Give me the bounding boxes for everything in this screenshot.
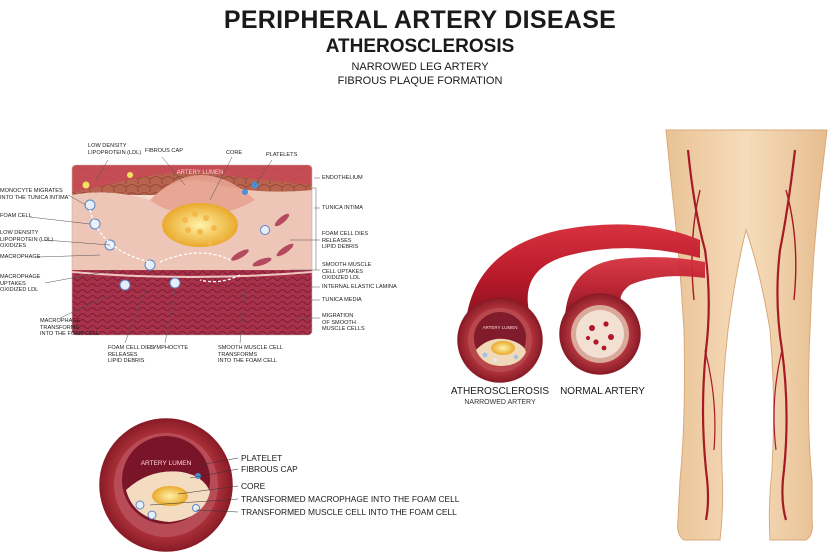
main-title: PERIPHERAL ARTERY DISEASE — [223, 6, 617, 34]
label-tunica-media: TUNICA MEDIA — [322, 297, 362, 303]
label-core: CORE — [226, 150, 243, 156]
label-ldl: LOW DENSITY LIPOPROTEIN (LDL) — [88, 143, 142, 156]
bottom-lumen-label: ARTERY LUMEN — [140, 460, 192, 467]
label-macrophage-uptakes: MACROPHAGE UPTAKES OXIDIZED LDL — [0, 274, 41, 294]
label-bottom-core: CORE — [241, 481, 266, 491]
caption-line-1: NARROWED LEG ARTERY — [351, 61, 489, 73]
label-migration-smooth-muscle: MIGRATION OF SMOOTH MUSCLE CELLS — [322, 313, 365, 333]
label-fibrous-cap: FIBROUS CAP — [145, 148, 183, 154]
label-ldl-oxidizes: LOW DENSITY LIPOPROTEIN (LDL) OXIDIZES — [0, 230, 54, 250]
label-endothelium: ENDOTHELIUM — [322, 175, 363, 181]
subtitle: ATHEROSCLEROSIS — [325, 36, 515, 57]
lower-cross-section — [99, 418, 239, 552]
label-monocyte-migrates: MONOCYTE MIGRATES INTO THE TUNICA INTIMA — [0, 188, 69, 201]
small-lumen-label: ARTERY LUMEN — [482, 325, 518, 330]
label-platelet: PLATELET — [241, 453, 283, 463]
label-platelets: PLATELETS — [266, 152, 298, 158]
label-bottom-fibrous-cap: FIBROUS CAP — [241, 464, 298, 474]
legs-illustration — [665, 129, 828, 541]
label-tunica-intima: TUNICA INTIMA — [322, 205, 364, 211]
label-foam-cell-dies-right: FOAM CELL DIES RELEASES LIPID DEBRIS — [322, 231, 369, 251]
atherosclerosis-title: ATHEROSCLEROSIS — [450, 386, 550, 397]
label-smooth-muscle-transforms: SMOOTH MUSCLE CELL TRANSFORMS INTO THE F… — [218, 345, 283, 365]
normal-artery-cross-section — [559, 293, 641, 375]
label-internal-elastic-lamina: INTERNAL ELASTIC LAMINA — [322, 284, 397, 290]
label-smooth-muscle-uptakes: SMOOTH MUSCLE CELL UPTAKES OXIDIZED LDL — [322, 262, 372, 282]
normal-artery-title: NORMAL ARTERY — [560, 386, 645, 397]
label-foam-cell: FOAM CELL — [0, 213, 32, 219]
narrowed-artery-caption: NARROWED ARTERY — [464, 399, 536, 406]
label-lymphocyte: LYMPHOCYTE — [150, 345, 189, 351]
label-transformed-muscle-cell: TRANSFORMED MUSCLE CELL INTO THE FOAM CE… — [241, 507, 457, 517]
plaque-detail-panel — [29, 156, 320, 344]
atherosclerosis-cross-section — [457, 297, 543, 383]
label-foam-cell-dies-bottom: FOAM CELL DIES RELEASES LIPID DEBRIS — [108, 345, 155, 365]
label-macrophage: MACROPHAGE — [0, 254, 41, 260]
detail-lumen-label: ARTERY LUMEN — [176, 170, 224, 176]
caption-line-2: FIBROUS PLAQUE FORMATION — [337, 75, 503, 87]
label-transformed-macrophage: TRANSFORMED MACROPHAGE INTO THE FOAM CEL… — [241, 494, 460, 504]
label-macrophage-transforms: MACROPHAGE TRANSFORMS INTO THE FOAM CELL — [40, 318, 100, 338]
